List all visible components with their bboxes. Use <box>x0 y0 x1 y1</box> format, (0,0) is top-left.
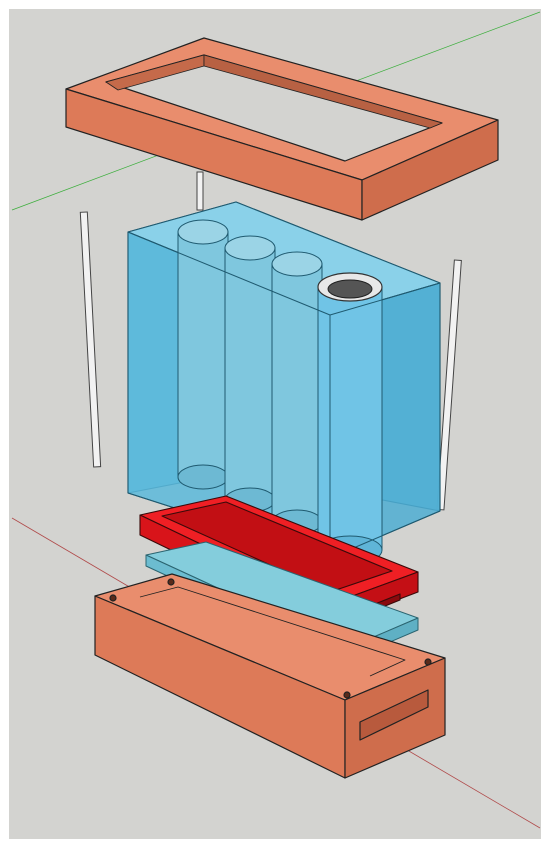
tube-4-front <box>317 272 383 565</box>
tie-rod-back <box>196 171 204 211</box>
tie-rod-left <box>79 211 102 468</box>
top-frame <box>65 37 499 221</box>
base-block <box>94 573 446 779</box>
tube-1 <box>177 219 229 490</box>
tube-3 <box>271 251 323 535</box>
tube-2 <box>224 235 276 513</box>
